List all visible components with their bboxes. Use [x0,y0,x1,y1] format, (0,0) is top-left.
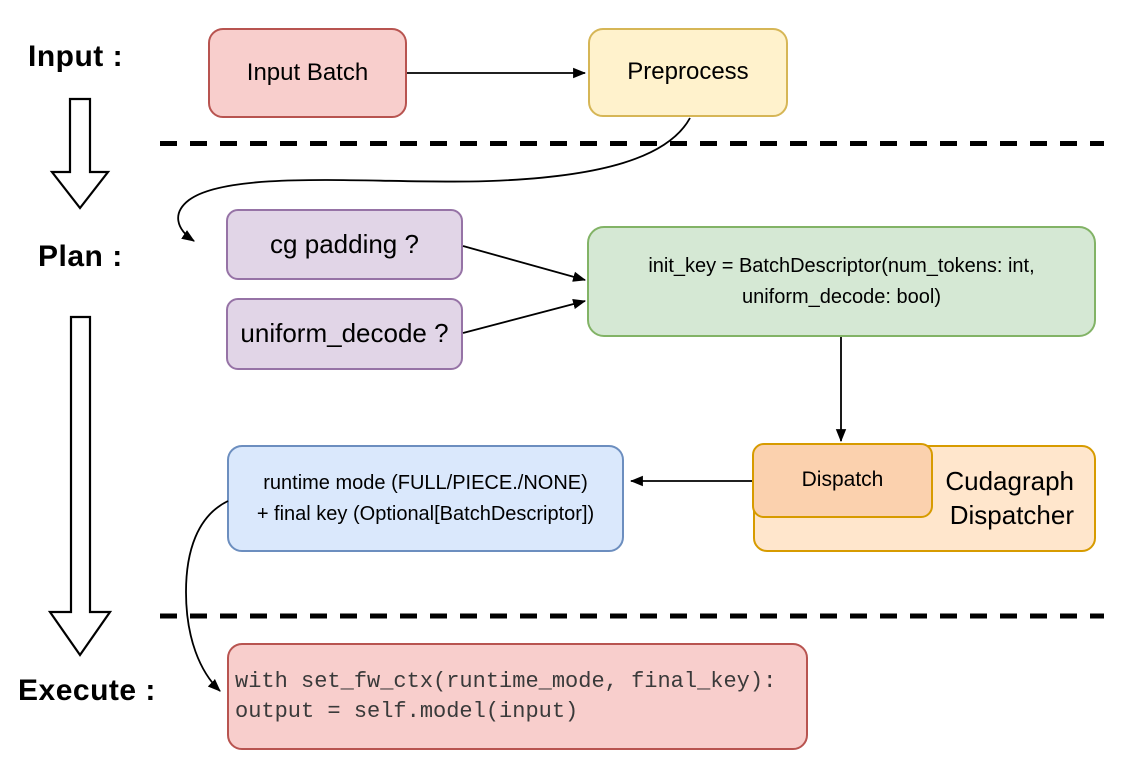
node-cg-padding: cg padding ? [226,209,463,280]
node-runtime-result: runtime mode (FULL/PIECE./NONE) + final … [227,445,624,552]
input-to-plan-arrow-icon [49,97,111,210]
node-runtime-result-line1: runtime mode (FULL/PIECE./NONE) [263,471,588,494]
node-uniform-decode-label: uniform_decode ? [240,318,449,349]
stage-label-input: Input : [28,40,124,73]
node-runtime-result-line2: + final key (Optional[BatchDescriptor]) [256,502,595,525]
node-input-batch: Input Batch [208,28,407,118]
node-preprocess-label: Preprocess [627,58,749,86]
node-dispatch-label: Dispatch [801,468,884,492]
node-input-batch-label: Input Batch [246,58,369,86]
execute-code-line2: output = self.model(input) [235,698,579,724]
node-cudagraph-dispatcher-line2: Dispatcher [949,499,1074,530]
node-init-key-line2: uniform_decode: bool) [741,285,941,308]
node-uniform-decode: uniform_decode ? [226,298,463,370]
execute-code-line1: with set_fw_ctx(runtime_mode, final_key)… [235,668,777,694]
plan-to-execute-arrow-icon [47,315,113,657]
stage-label-plan: Plan : [38,240,123,273]
node-cg-padding-label: cg padding ? [270,228,419,259]
connector-runtimeresult-to-executecode [185,500,229,692]
node-preprocess: Preprocess [588,28,788,117]
connector-uniformdecode-to-initkey [462,298,587,334]
node-init-key: init_key = BatchDescriptor(num_tokens: i… [587,226,1096,337]
connector-cgpadding-to-initkey [462,245,587,282]
node-execute-code: with set_fw_ctx(runtime_mode, final_key)… [227,643,808,750]
node-init-key-line1: init_key = BatchDescriptor(num_tokens: i… [648,255,1035,278]
node-cudagraph-dispatcher-line1: Cudagraph [945,465,1074,496]
stage-label-execute: Execute : [18,674,156,707]
node-dispatch: Dispatch [752,443,933,518]
